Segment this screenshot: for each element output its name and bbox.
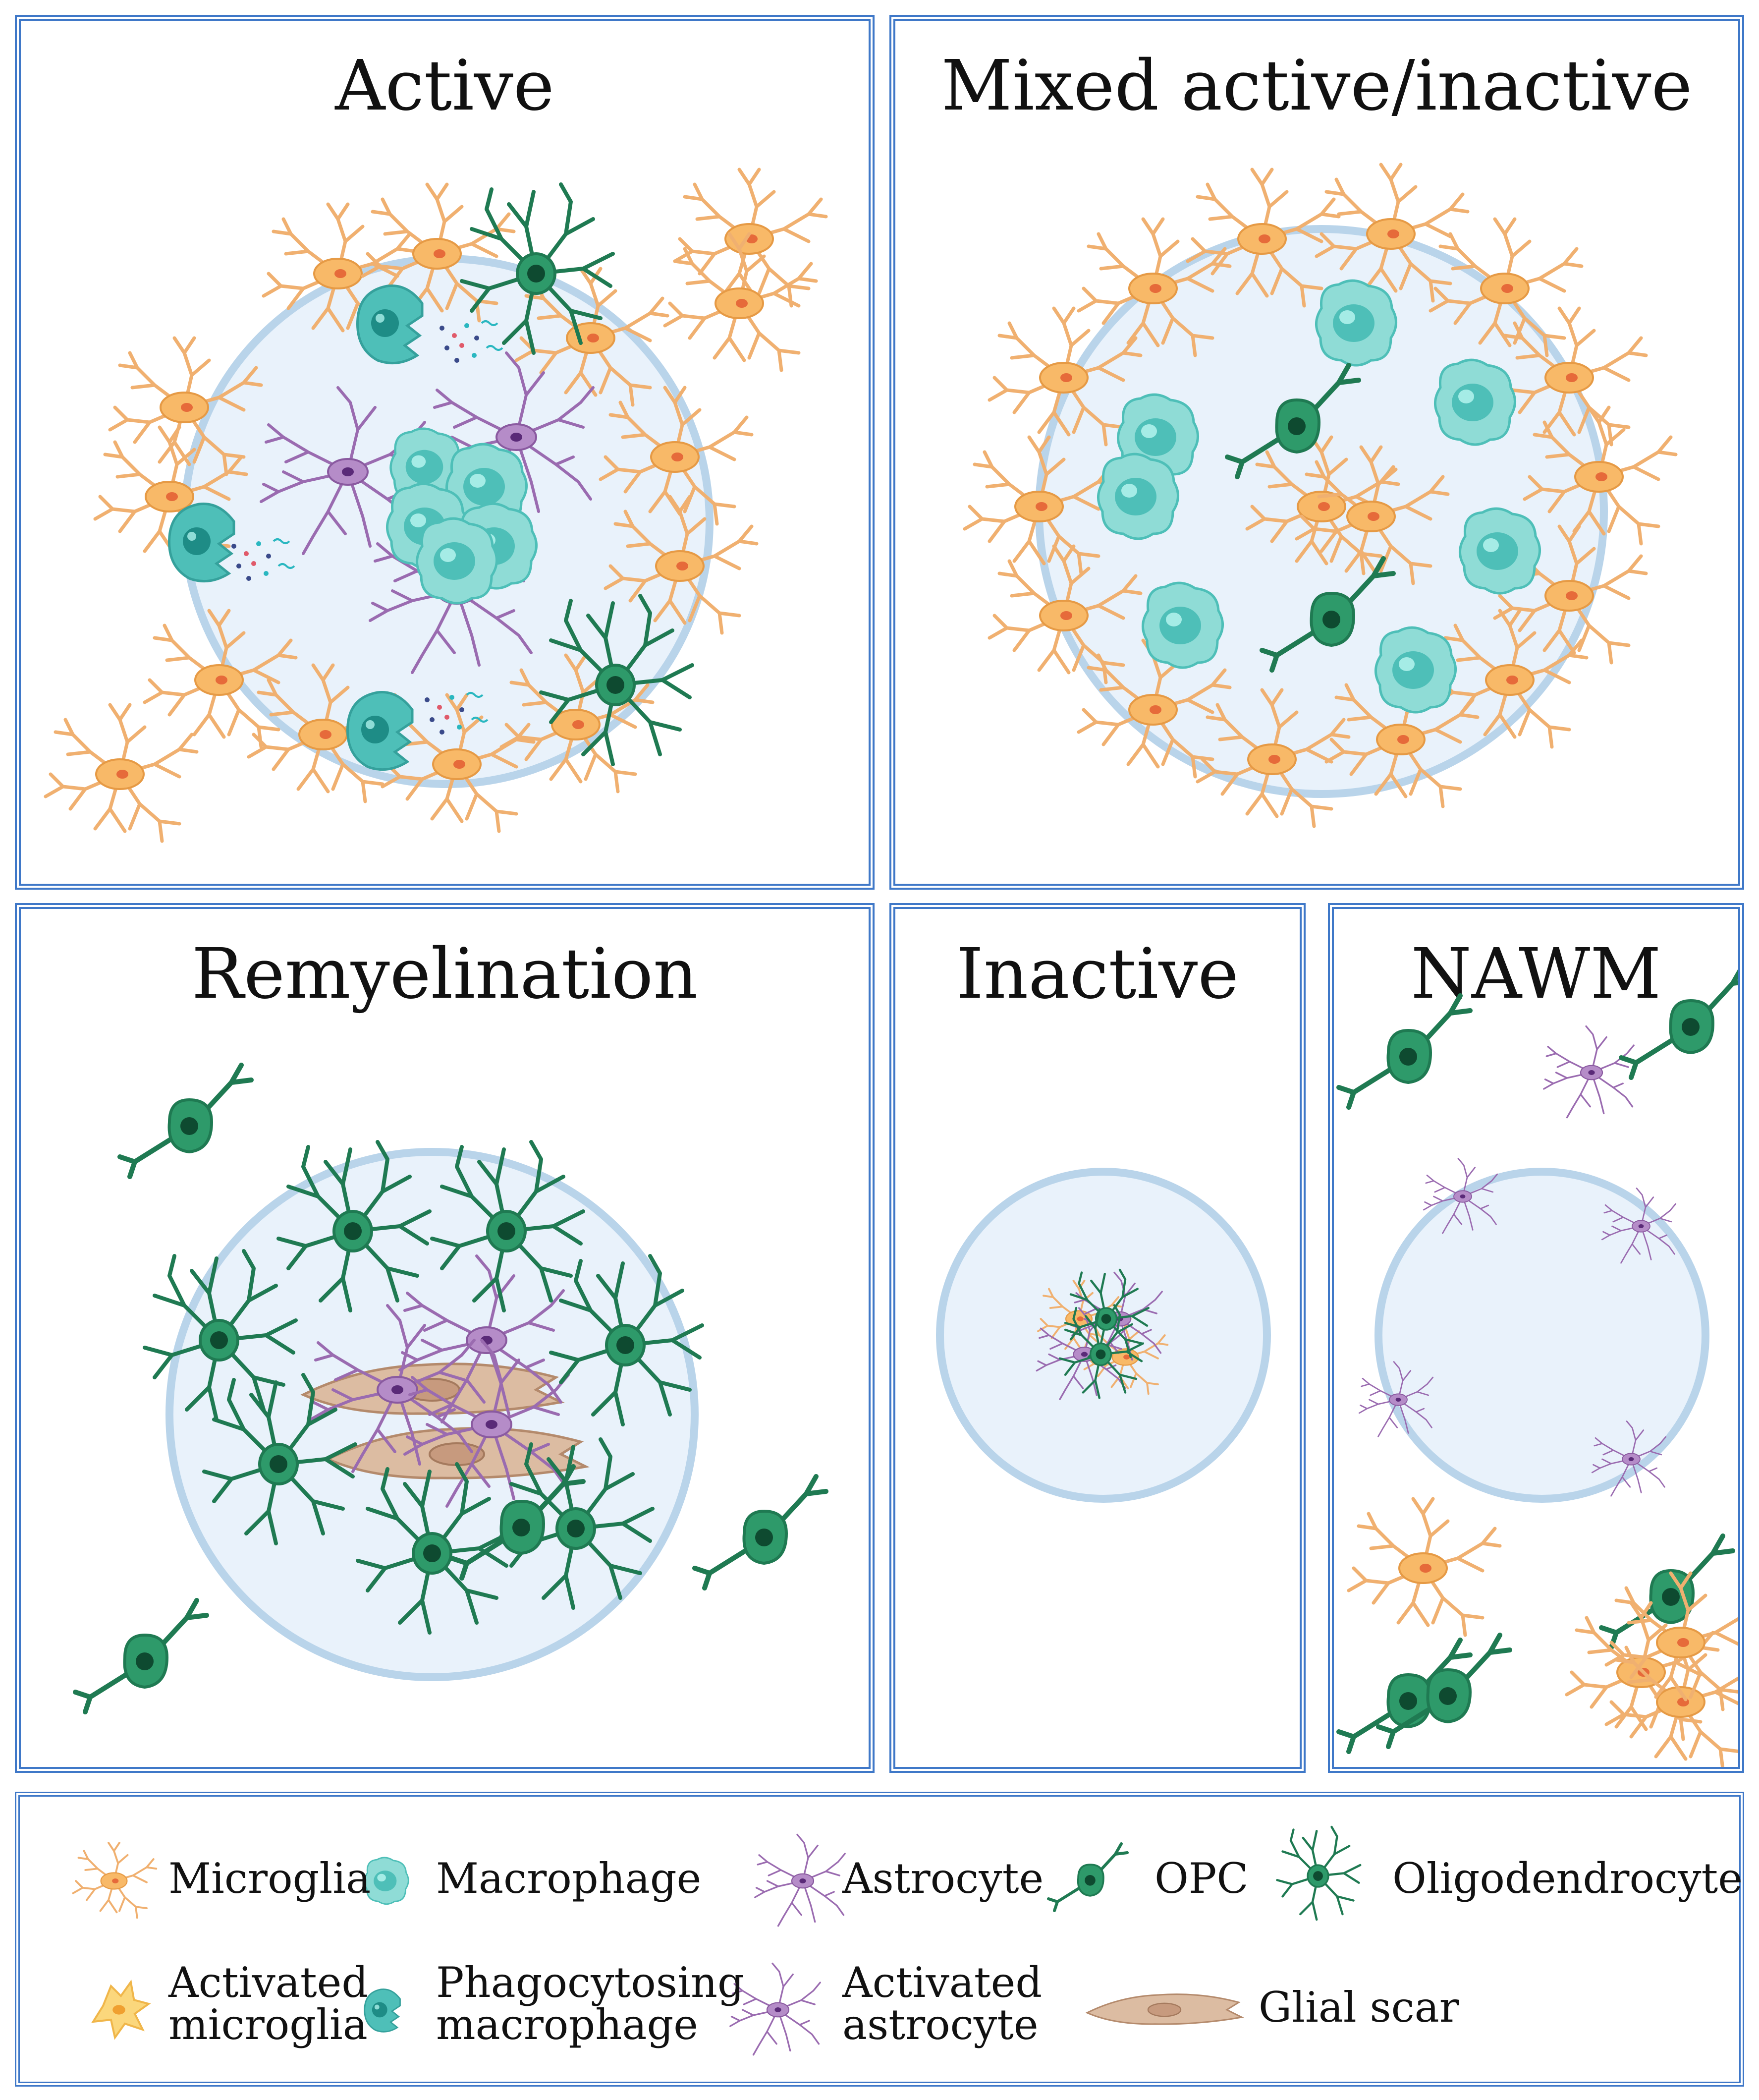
microglia-icon xyxy=(72,1842,158,1919)
remyelination-illustration xyxy=(21,909,869,1767)
legend-activated-microglia-line1: Activated xyxy=(168,1958,369,2007)
panel-title-mixed: Mixed active/inactive xyxy=(941,46,1693,126)
macrophage-icon xyxy=(364,1857,409,1905)
inactive-lesion-illustration xyxy=(936,1168,1271,1503)
legend-phagocytosing-line2: macrophage xyxy=(436,2000,698,2049)
oligodendrocyte-icon xyxy=(1277,1827,1361,1920)
astrocyte-icon xyxy=(754,1833,846,1927)
opc-icon xyxy=(1048,1844,1127,1911)
panel-nawm: NAWM xyxy=(1328,903,1744,1773)
phagocytosing-macrophage-icon xyxy=(364,1988,401,2033)
legend-oligodendrocyte: Oligodendrocyte xyxy=(1392,1854,1743,1903)
active-lesion-illustration xyxy=(21,21,869,884)
legend-activated-astrocyte-line1: Activated xyxy=(842,1958,1043,2007)
legend-microglia: Microglia xyxy=(168,1854,371,1903)
panel-title-active: Active xyxy=(335,46,554,126)
panel-remyelination: Remyelination xyxy=(15,903,875,1773)
legend-phagocytosing-line1: Phagocytosing xyxy=(436,1958,744,2007)
glial-scar-icon xyxy=(1086,1993,1243,2025)
legend-macrophage: Macrophage xyxy=(436,1854,702,1903)
legend-activated-astrocyte-line2: astrocyte xyxy=(842,2000,1039,2049)
mixed-lesion-illustration xyxy=(895,21,1738,884)
legend-opc: OPC xyxy=(1154,1854,1249,1903)
legend-glial-scar: Glial scar xyxy=(1259,1983,1459,2032)
panel-inactive: Inactive xyxy=(889,903,1306,1773)
nawm-illustration xyxy=(1334,909,1738,1767)
panel-title-nawm: NAWM xyxy=(1411,934,1661,1015)
legend-activated-microglia-line2: microglia xyxy=(168,2000,368,2049)
panel-active: Active xyxy=(15,15,875,890)
activated-microglia-icon xyxy=(93,1982,149,2038)
panel-title-remyelination: Remyelination xyxy=(191,934,698,1015)
legend: Microglia Macrophage Astrocyte OPC Oligo… xyxy=(15,1792,1744,2087)
legend-astrocyte: Astrocyte xyxy=(842,1854,1044,1903)
panel-mixed: Mixed active/inactive xyxy=(889,15,1744,890)
panel-title-inactive: Inactive xyxy=(956,934,1239,1015)
